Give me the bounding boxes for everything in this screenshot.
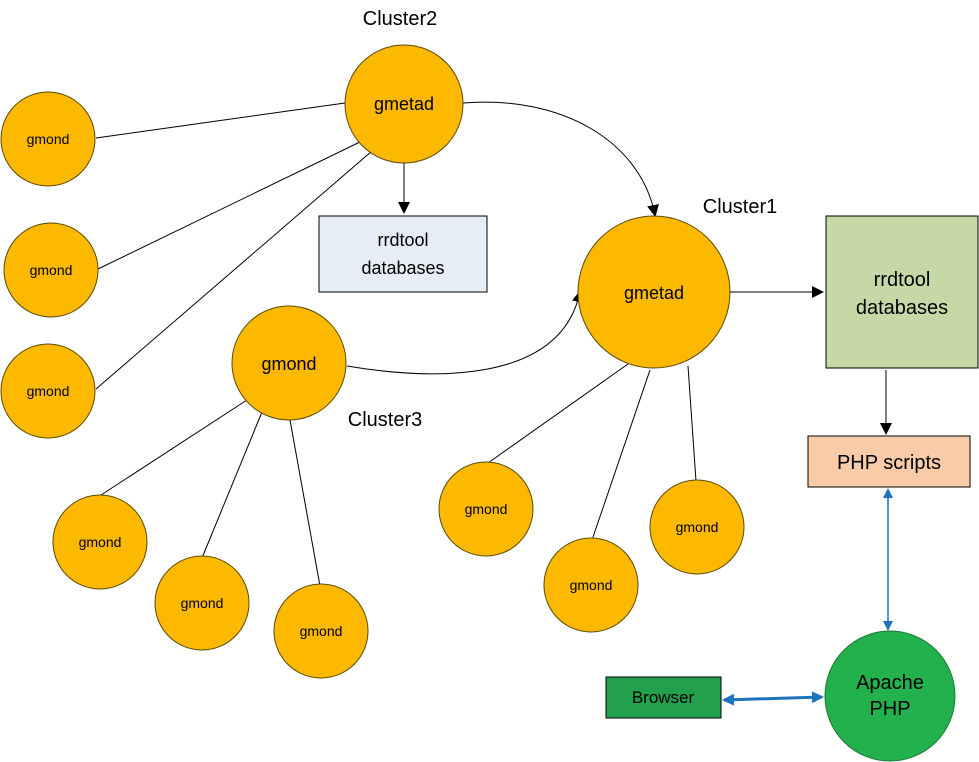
browser-label: Browser — [632, 688, 695, 707]
connections — [95, 101, 892, 587]
cluster1-label: Cluster1 — [703, 196, 777, 218]
rrd-large-line1: rrdtool — [874, 269, 931, 291]
link-cluster3-gmond-a — [97, 397, 251, 498]
link-cluster3-gmond-b — [201, 411, 263, 559]
rrd-small-line1: rrdtool — [377, 230, 428, 250]
gmond-label: gmond — [27, 131, 70, 147]
link-gmetad2-gmond-b — [97, 140, 363, 270]
gmond-cluster3-head-label: gmond — [261, 354, 316, 374]
gmetad-cluster2-label: gmetad — [374, 94, 434, 114]
link-gmetad1-gmond-a — [487, 363, 629, 464]
link-gmetad2-gmetad1 — [462, 101, 659, 217]
link-gmetad1-gmond-b — [591, 369, 651, 541]
gmond-label: gmond — [79, 534, 122, 550]
gmond-cluster1-c: gmond — [649, 479, 745, 575]
rrd-databases-large: rrdtool databases — [825, 215, 979, 369]
gmond-label: gmond — [676, 519, 719, 535]
apache-php-node: Apache PHP — [824, 630, 956, 762]
link-gmetad2-gmond-a — [95, 102, 346, 139]
gmond-cluster1-a: gmond — [438, 461, 534, 557]
php-scripts-box: PHP scripts — [807, 435, 971, 488]
gmond-label: gmond — [570, 577, 613, 593]
cluster3-label: Cluster3 — [348, 409, 422, 431]
gmond-cluster3-c: gmond — [273, 583, 369, 679]
gmond-cluster2-b: gmond — [3, 222, 99, 318]
gmond-label: gmond — [181, 595, 224, 611]
rrd-large-line2: databases — [856, 297, 948, 319]
link-browser-apache — [722, 691, 824, 706]
apache-line2: PHP — [869, 698, 910, 720]
gmond-label: gmond — [300, 623, 343, 639]
gmond-label: gmond — [27, 383, 70, 399]
gmond-cluster1-b: gmond — [543, 537, 639, 633]
link-gmetad2-gmond-c — [95, 150, 373, 390]
apache-line1: Apache — [856, 672, 924, 694]
gmond-cluster3-a: gmond — [52, 494, 148, 590]
gmetad-cluster1-node: gmetad — [577, 215, 731, 369]
link-gmetad1-gmond-c — [687, 365, 697, 482]
browser-box: Browser — [605, 676, 722, 719]
gmetad-cluster1-label: gmetad — [624, 283, 684, 303]
cluster2-label: Cluster2 — [363, 8, 437, 30]
rrd-small-line2: databases — [361, 258, 444, 278]
gmond-cluster3-head: gmond — [231, 305, 347, 421]
gmond-label: gmond — [465, 501, 508, 517]
rrd-databases-small: rrdtool databases — [318, 215, 488, 293]
php-scripts-label: PHP scripts — [837, 452, 941, 474]
gmond-cluster2-c: gmond — [0, 343, 96, 439]
link-cluster3-gmond-c — [289, 419, 321, 587]
gmond-cluster3-b: gmond — [154, 555, 250, 651]
gmond-cluster2-a: gmond — [0, 91, 96, 187]
gmetad-cluster2-node: gmetad — [344, 44, 464, 164]
link-cluster3-gmetad1 — [346, 290, 584, 375]
gmond-label: gmond — [30, 262, 73, 278]
